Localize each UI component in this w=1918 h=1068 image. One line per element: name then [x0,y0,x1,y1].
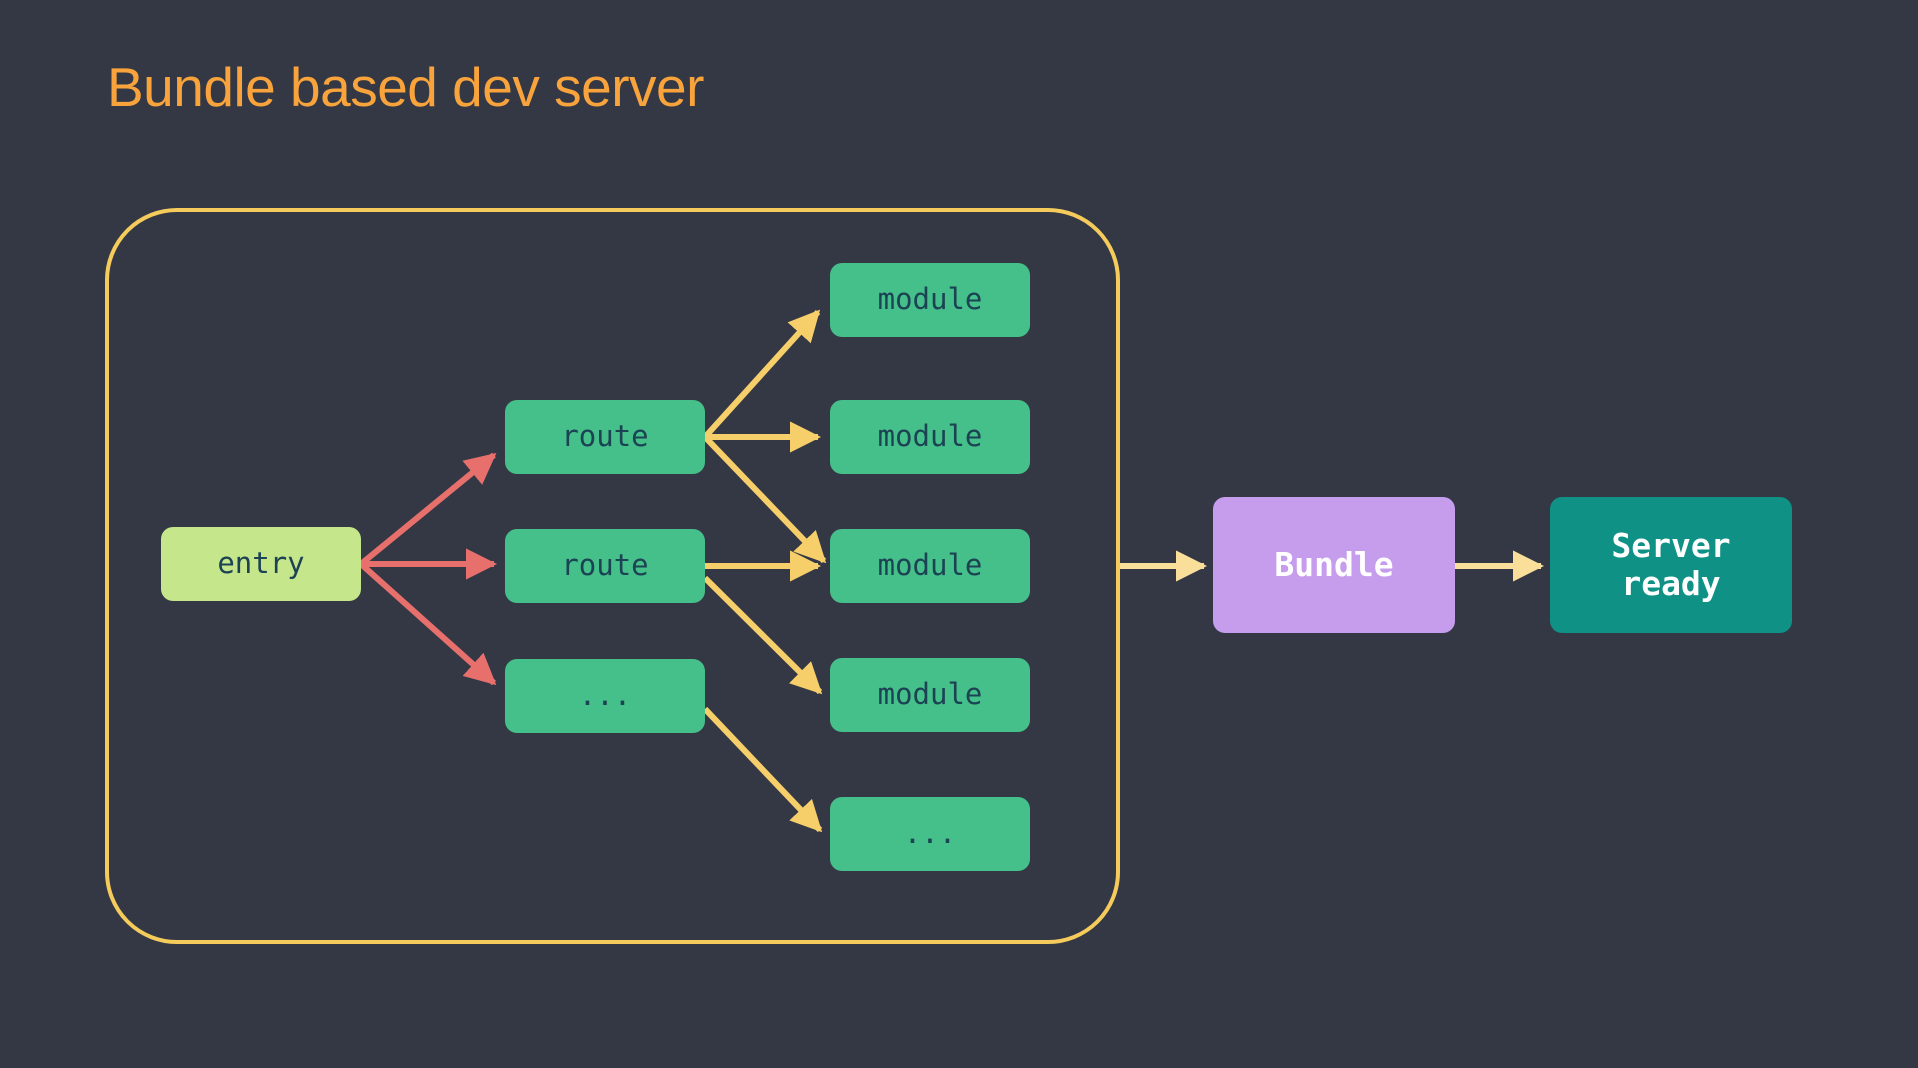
node-module-3[interactable]: module [830,529,1030,603]
dev-server-graph-container [105,208,1120,944]
node-server-ready[interactable]: Server ready [1550,497,1792,633]
node-route-2[interactable]: route [505,529,705,603]
node-route-1[interactable]: route [505,400,705,474]
node-route-ellipsis[interactable]: ... [505,659,705,733]
node-module-4[interactable]: module [830,658,1030,732]
node-entry[interactable]: entry [161,527,361,601]
node-module-2[interactable]: module [830,400,1030,474]
node-module-1[interactable]: module [830,263,1030,337]
node-module-ellipsis[interactable]: ... [830,797,1030,871]
page-title: Bundle based dev server [107,56,704,118]
node-bundle[interactable]: Bundle [1213,497,1455,633]
